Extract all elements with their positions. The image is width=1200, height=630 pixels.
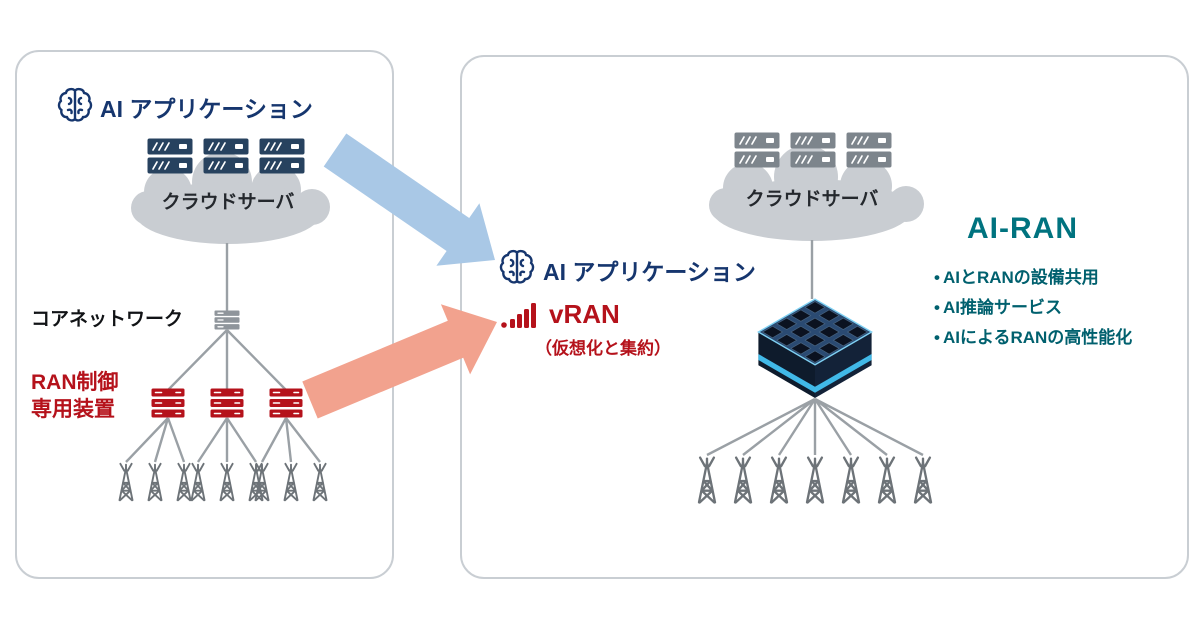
left-ai-app-title: AI アプリケーション: [100, 96, 313, 122]
vran-label: vRAN: [549, 299, 620, 329]
ran-device-label-line2: 専用装置: [31, 398, 115, 421]
bullet-marker: •: [934, 328, 940, 347]
ran-device-label-line1: RAN制御: [31, 371, 119, 394]
airan-feature-list: • AIとRANの設備共用 • AI推論サービス • AIによるRANの高性能化: [934, 263, 1132, 353]
airan-feature-item: • AIとRANの設備共用: [934, 263, 1132, 293]
airan-feature-text: AI推論サービス: [942, 298, 1062, 317]
airan-feature-text: AIによるRANの高性能化: [942, 328, 1133, 347]
bullet-marker: •: [934, 268, 940, 287]
core-network-label: コアネットワーク: [31, 309, 184, 330]
bullet-marker: •: [934, 298, 940, 317]
left-cloud-label: クラウドサーバ: [161, 192, 295, 213]
airan-feature-item: • AIによるRANの高性能化: [934, 323, 1132, 353]
airan-title: AI-RAN: [967, 212, 1078, 245]
ran-device-label: RAN制御 専用装置: [31, 369, 119, 423]
vran-sub-label: （仮想化と集約）: [535, 339, 671, 358]
airan-feature-text: AIとRANの設備共用: [942, 268, 1099, 287]
right-ai-app-title: AI アプリケーション: [543, 259, 756, 285]
airan-feature-item: • AI推論サービス: [934, 293, 1132, 323]
right-cloud-label: クラウドサーバ: [745, 189, 879, 210]
